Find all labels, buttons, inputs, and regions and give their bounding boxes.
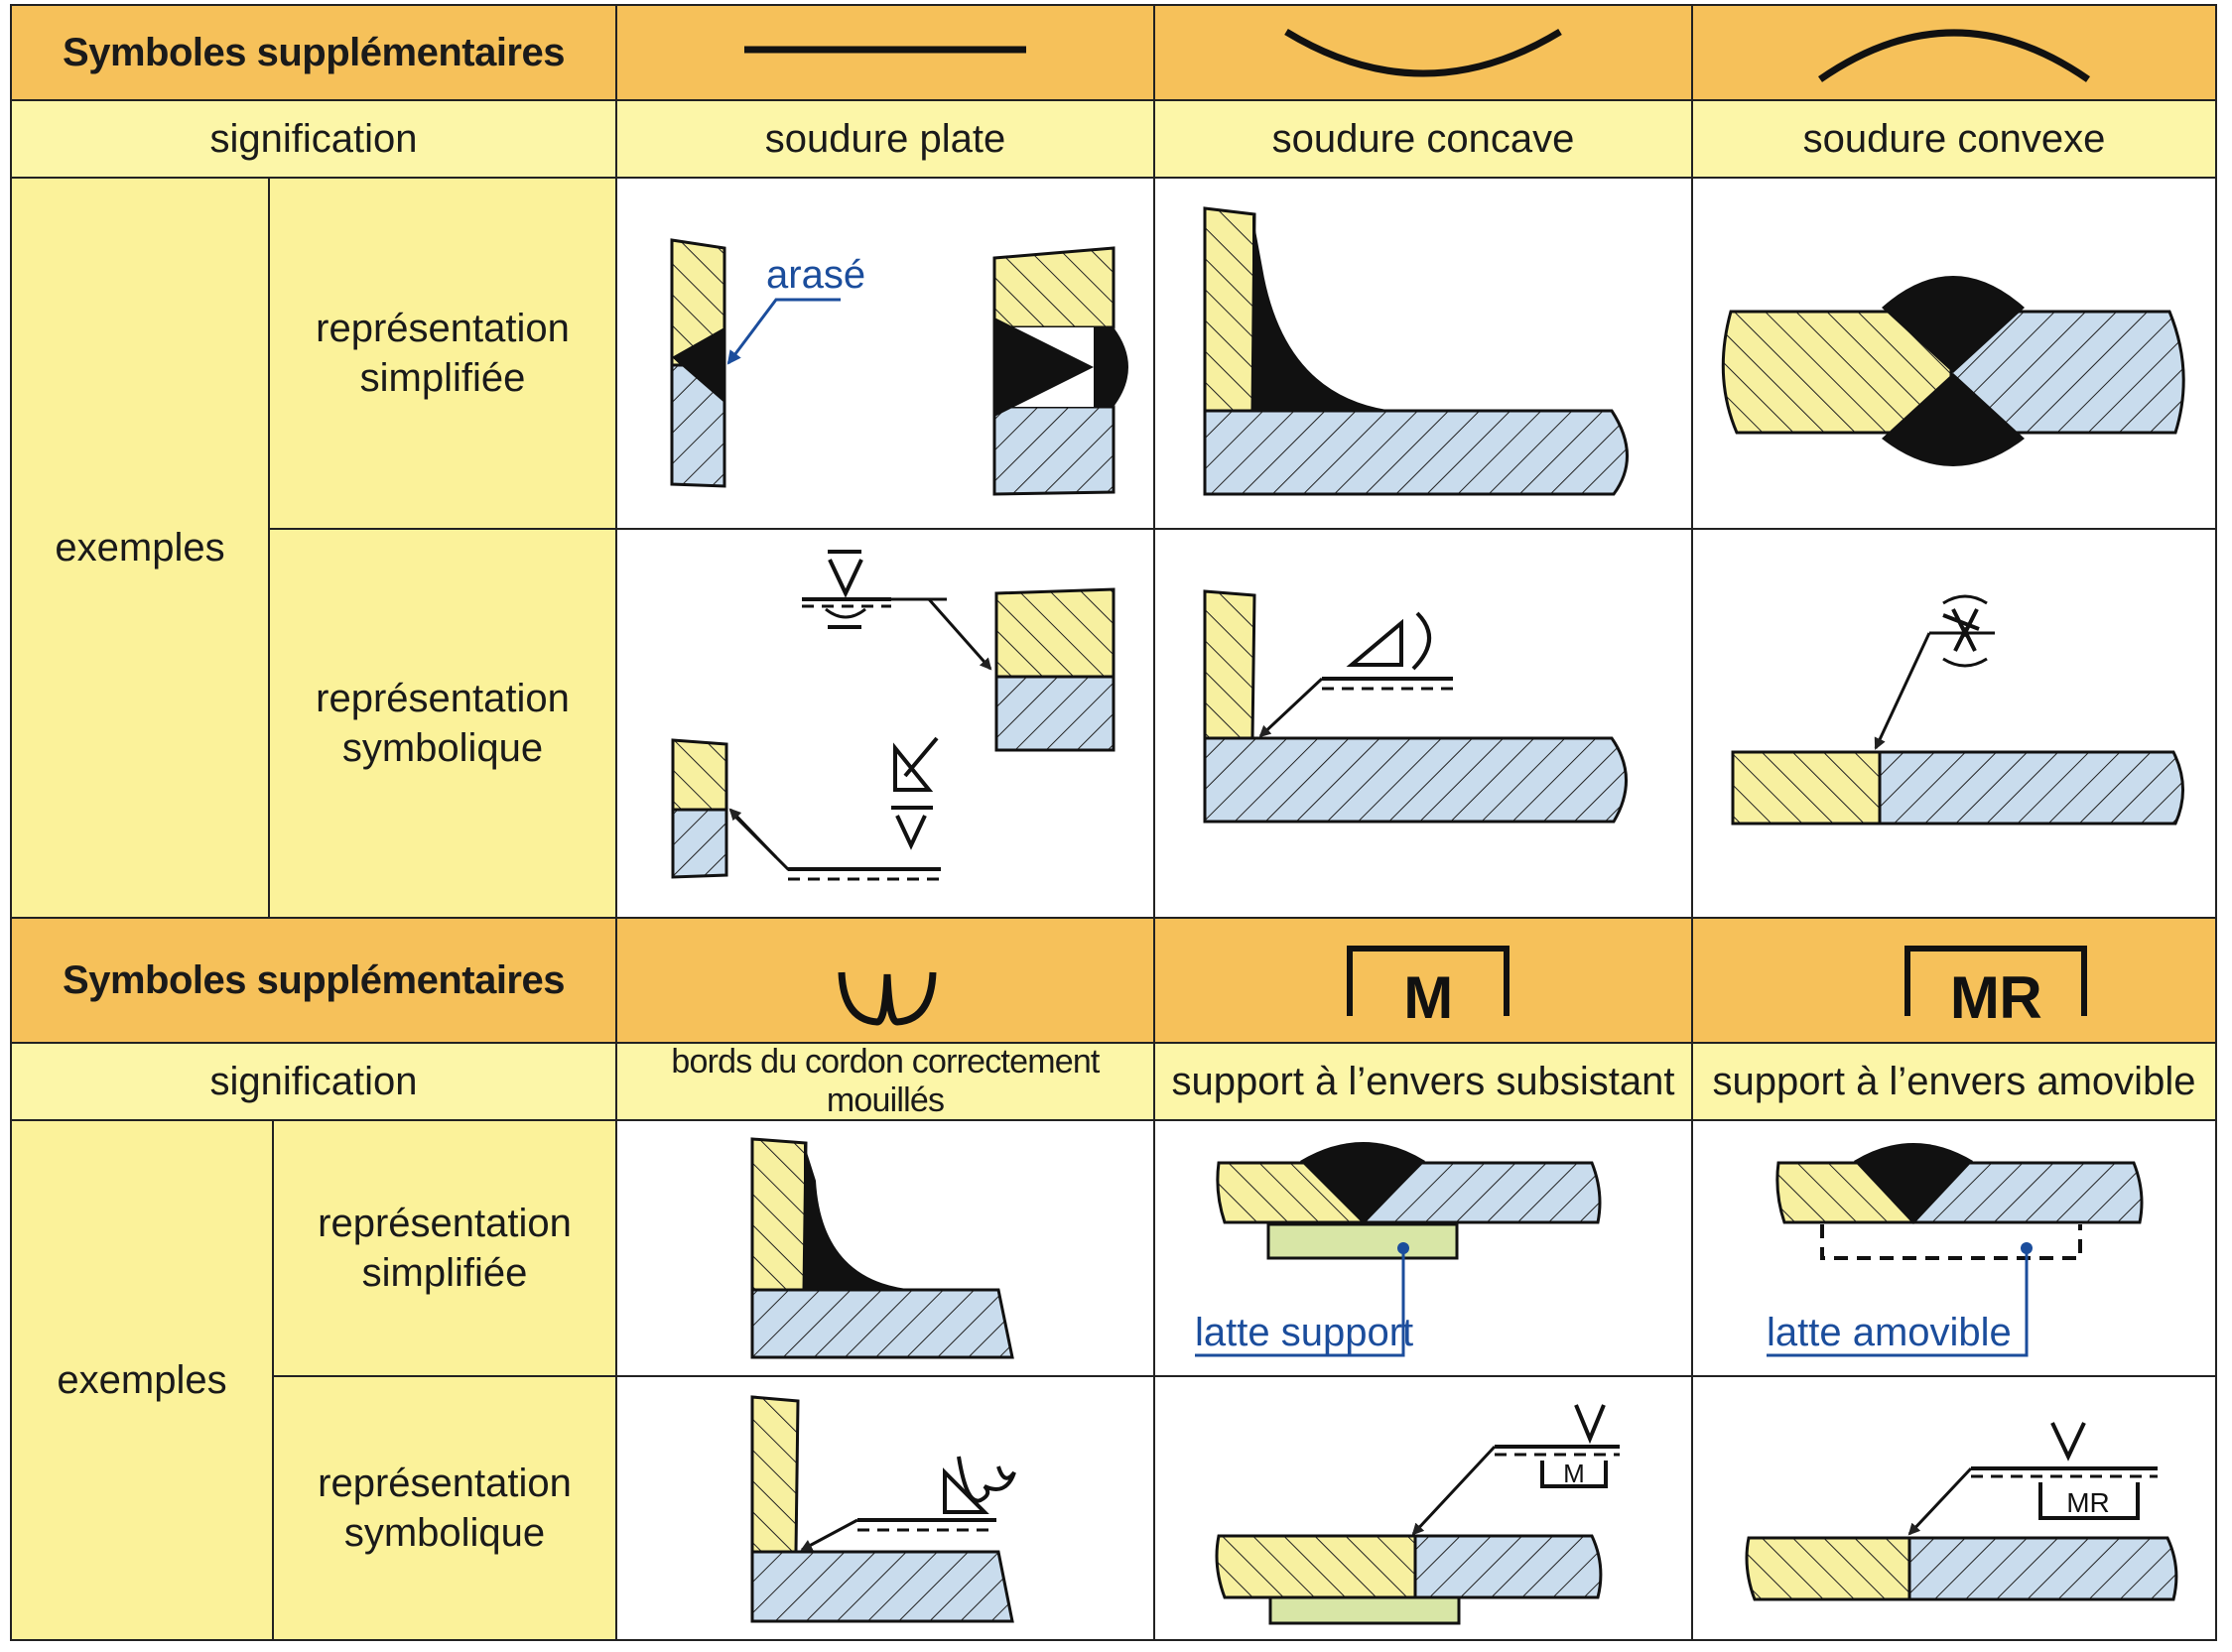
section1-header: Symboles supplémentaires	[10, 4, 617, 101]
mr-letters: MR	[1950, 964, 2041, 1031]
meaning-convex: soudure convexe	[1691, 99, 2217, 179]
backing-removable-simplified-drawing: latte amovible	[1691, 1119, 2217, 1377]
meaning-backing-permanent: support à l’envers subsistant	[1153, 1042, 1693, 1121]
convex-symbolic-drawing	[1691, 528, 2217, 919]
section1-header-text: Symboles supplémentaires	[63, 30, 565, 74]
latte-amovible-annotation: latte amovible	[1767, 1311, 2012, 1354]
examples-text: exemples	[55, 526, 225, 570]
signification-text: signification	[209, 116, 418, 161]
meaning-smooth-toes: bords du cordon correctement mouillés	[615, 1042, 1155, 1121]
convex-simplified-drawing	[1691, 177, 2217, 530]
smooth-toes-simplified-drawing	[615, 1119, 1155, 1377]
meaning-convex-text: soudure convexe	[1802, 116, 2106, 161]
backing-permanent-simplified-drawing: latte support	[1153, 1119, 1693, 1377]
row-symbolic-label-2: représentation symbolique	[272, 1375, 617, 1641]
backing-removable-symbol: MR	[1691, 917, 2217, 1044]
signification-label: signification	[10, 99, 617, 179]
m-letter: M	[1403, 964, 1452, 1031]
backing-permanent-symbolic-drawing: M	[1153, 1375, 1693, 1641]
row-simplified-label: représentation simplifiée	[268, 177, 617, 530]
row-symbolic-label: représentation symbolique	[268, 528, 617, 919]
backing-removable-symbolic-drawing: MR	[1691, 1375, 2217, 1641]
flat-line-icon	[615, 4, 1155, 101]
latte-support-annotation: latte support	[1195, 1311, 1413, 1354]
row-simplified-text: représentation simplifiée	[316, 307, 570, 400]
meaning-concave: soudure concave	[1153, 99, 1693, 179]
meaning-backing-permanent-text: support à l’envers subsistant	[1171, 1059, 1675, 1103]
welding-symbols-table: Symboles supplémentaires signification s…	[10, 4, 2217, 1641]
meaning-backing-removable-text: support à l’envers amovible	[1712, 1059, 2196, 1103]
row-symbolic-text-2: représentation symbolique	[318, 1461, 572, 1555]
flat-symbolic-drawing	[615, 528, 1155, 919]
smooth-toes-icon	[615, 917, 1155, 1044]
arase-annotation: arasé	[766, 253, 865, 297]
row-simplified-text-2: représentation simplifiée	[318, 1202, 572, 1295]
meaning-smooth-toes-text: bords du cordon correctement mouillés	[671, 1043, 1100, 1119]
meaning-concave-text: soudure concave	[1271, 116, 1575, 161]
signification-text-2: signification	[209, 1059, 418, 1103]
backing-permanent-symbol: M	[1153, 917, 1693, 1044]
examples-text-2: exemples	[57, 1358, 227, 1402]
signification-label-2: signification	[10, 1042, 617, 1121]
convex-arc-icon	[1691, 4, 2217, 101]
concave-simplified-drawing	[1153, 177, 1693, 530]
m-box-label: M	[1563, 1459, 1585, 1488]
meaning-backing-removable: support à l’envers amovible	[1691, 1042, 2217, 1121]
row-simplified-label-2: représentation simplifiée	[272, 1119, 617, 1377]
mr-box-label: MR	[2066, 1487, 2110, 1518]
meaning-flat: soudure plate	[615, 99, 1155, 179]
examples-label-2: exemples	[10, 1119, 274, 1641]
section2-header: Symboles supplémentaires	[10, 917, 617, 1044]
row-symbolic-text: représentation symbolique	[316, 677, 570, 770]
meaning-flat-text: soudure plate	[764, 116, 1006, 161]
smooth-toes-symbolic-drawing	[615, 1375, 1155, 1641]
concave-arc-icon	[1153, 4, 1693, 101]
examples-label: exemples	[10, 177, 270, 919]
section2-header-text: Symboles supplémentaires	[63, 957, 565, 1002]
flat-simplified-drawing: arasé	[615, 177, 1155, 530]
concave-symbolic-drawing	[1153, 528, 1693, 919]
